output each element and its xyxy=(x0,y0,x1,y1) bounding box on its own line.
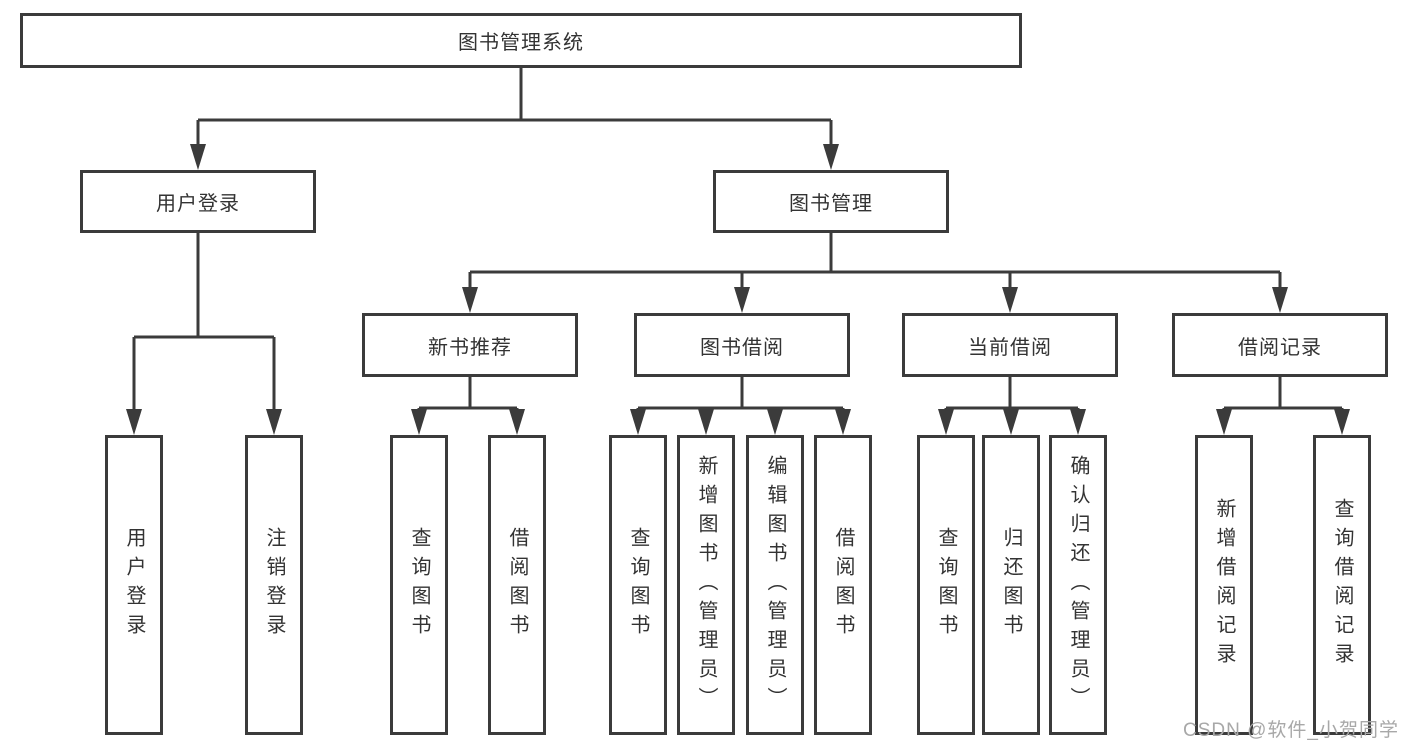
node-label: 确认归还（管理员） xyxy=(1067,454,1089,716)
node-label: 当前借阅 xyxy=(968,336,1052,359)
connector-userlogin-to-leaves xyxy=(132,233,276,411)
leaf-query-books-recommend: 查询图书 xyxy=(390,435,448,735)
node-label: 用户登录 xyxy=(123,527,145,643)
leaf-edit-book-admin: 编辑图书（管理员） xyxy=(746,435,804,735)
connector-records-to-leaves xyxy=(1222,377,1344,411)
node-label: 图书管理系统 xyxy=(458,32,584,54)
arrow-icon xyxy=(1070,409,1086,435)
arrow-icon xyxy=(1216,409,1232,435)
node-label: 图书管理 xyxy=(789,193,873,215)
node-label: 查询图书 xyxy=(935,527,957,643)
arrow-icon xyxy=(767,409,783,435)
leaf-query-books-current: 查询图书 xyxy=(917,435,975,735)
arrow-icon xyxy=(835,409,851,435)
node-current-borrow: 当前借阅 xyxy=(902,313,1118,377)
leaf-user-login: 用户登录 xyxy=(105,435,163,735)
node-label: 查询图书 xyxy=(627,527,649,643)
leaf-borrow-books: 借阅图书 xyxy=(814,435,872,735)
connector-current-to-leaves xyxy=(944,377,1080,411)
node-label: 借阅图书 xyxy=(832,527,854,643)
node-label: 用户登录 xyxy=(156,193,240,215)
node-label: 编辑图书（管理员） xyxy=(764,454,786,716)
connector-recommend-to-leaves xyxy=(417,377,519,411)
arrow-icon xyxy=(1334,409,1350,435)
node-label: 查询图书 xyxy=(408,527,430,643)
arrow-icon xyxy=(823,144,839,170)
leaf-query-books-borrow: 查询图书 xyxy=(609,435,667,735)
arrow-icon xyxy=(630,409,646,435)
leaf-confirm-return-admin: 确认归还（管理员） xyxy=(1049,435,1107,735)
leaf-add-borrow-record: 新增借阅记录 xyxy=(1195,435,1253,735)
node-book-management: 图书管理 xyxy=(713,170,949,233)
node-label: 图书借阅 xyxy=(700,336,784,359)
node-label: 新增借阅记录 xyxy=(1213,498,1235,672)
node-label: 借阅图书 xyxy=(506,527,528,643)
connector-root-to-level2 xyxy=(196,68,833,146)
node-label: 归还图书 xyxy=(1000,527,1022,643)
arrow-icon xyxy=(266,409,282,435)
node-label: 借阅记录 xyxy=(1238,336,1322,359)
leaf-return-books: 归还图书 xyxy=(982,435,1040,735)
arrow-icon xyxy=(1002,287,1018,313)
arrow-icon xyxy=(734,287,750,313)
node-label: 查询借阅记录 xyxy=(1331,498,1353,672)
arrow-icon xyxy=(509,409,525,435)
node-label: 新增图书（管理员） xyxy=(695,454,717,716)
arrow-icon xyxy=(938,409,954,435)
connector-bookmgmt-to-level3 xyxy=(468,233,1282,289)
node-user-login: 用户登录 xyxy=(80,170,316,233)
leaf-query-borrow-record: 查询借阅记录 xyxy=(1313,435,1371,735)
arrow-icon xyxy=(698,409,714,435)
arrow-icon xyxy=(411,409,427,435)
arrow-icon xyxy=(1003,409,1019,435)
arrow-icon xyxy=(190,144,206,170)
arrow-icon xyxy=(1272,287,1288,313)
node-book-borrow: 图书借阅 xyxy=(634,313,850,377)
node-borrow-records: 借阅记录 xyxy=(1172,313,1388,377)
connector-borrow-to-leaves xyxy=(636,377,845,411)
node-new-book-recommend: 新书推荐 xyxy=(362,313,578,377)
leaf-logout: 注销登录 xyxy=(245,435,303,735)
leaf-add-book-admin: 新增图书（管理员） xyxy=(677,435,735,735)
node-label: 注销登录 xyxy=(263,527,285,643)
arrow-icon xyxy=(462,287,478,313)
leaf-borrow-books-recommend: 借阅图书 xyxy=(488,435,546,735)
arrow-icon xyxy=(126,409,142,435)
node-label: 新书推荐 xyxy=(428,336,512,359)
node-library-system: 图书管理系统 xyxy=(20,13,1022,68)
